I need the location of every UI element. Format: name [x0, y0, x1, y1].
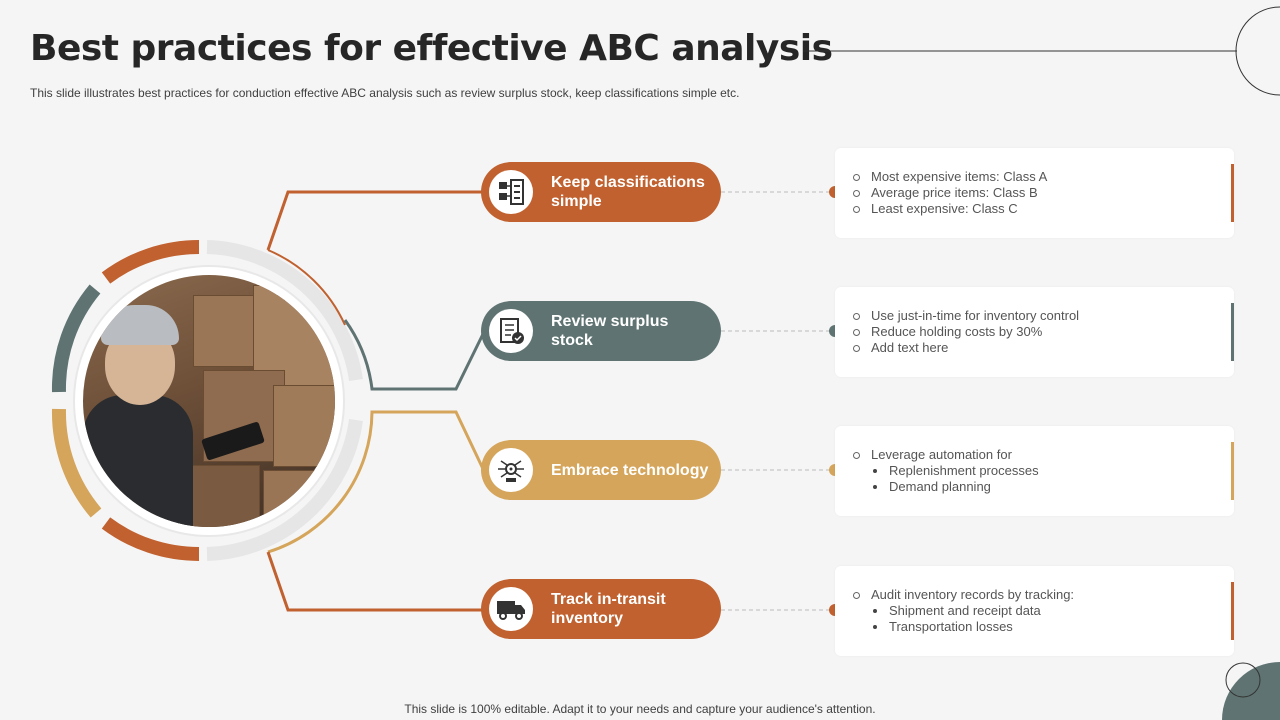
card-sub-bullet: Replenishment processes [851, 463, 1234, 479]
practice-card-embrace-technology: Leverage automation for Replenishment pr… [835, 426, 1234, 516]
page-subtitle: This slide illustrates best practices fo… [30, 86, 740, 100]
practice-card-track-transit: Audit inventory records by tracking: Shi… [835, 566, 1234, 656]
practice-label: Embrace technology [551, 461, 709, 479]
warehouse-worker-photo [83, 275, 335, 527]
card-sub-bullet: Shipment and receipt data [851, 603, 1234, 619]
card-bullet: Reduce holding costs by 30% [851, 324, 1234, 340]
card-bullet: Use just-in-time for inventory control [851, 308, 1234, 324]
truck-icon [489, 587, 533, 631]
practice-pill-keep-classifications: Keep classifications simple [481, 162, 721, 222]
checklist-icon [489, 309, 533, 353]
technology-icon [489, 448, 533, 492]
card-bullet: Least expensive: Class C [851, 201, 1234, 217]
card-sub-bullet: Transportation losses [851, 619, 1234, 635]
card-bullet: Average price items: Class B [851, 185, 1234, 201]
practice-card-review-surplus: Use just-in-time for inventory control R… [835, 287, 1234, 377]
practice-pill-track-transit: Track in-transit inventory [481, 579, 721, 639]
practice-pill-review-surplus: Review surplus stock [481, 301, 721, 361]
card-bullet: Add text here [851, 340, 1234, 356]
card-bullet: Most expensive items: Class A [851, 169, 1234, 185]
footer-note: This slide is 100% editable. Adapt it to… [404, 702, 876, 716]
page-title: Best practices for effective ABC analysi… [30, 28, 833, 69]
practice-label: Track in-transit inventory [551, 591, 666, 627]
card-bullet: Audit inventory records by tracking: [851, 587, 1234, 603]
practice-pill-embrace-technology: Embrace technology [481, 440, 721, 500]
card-sub-bullet: Demand planning [851, 479, 1234, 495]
card-bullet: Leverage automation for [851, 447, 1234, 463]
practice-card-keep-classifications: Most expensive items: Class A Average pr… [835, 148, 1234, 238]
classification-icon [489, 170, 533, 214]
practice-label: Review surplus stock [551, 313, 669, 349]
practice-label: Keep classifications simple [551, 174, 705, 210]
